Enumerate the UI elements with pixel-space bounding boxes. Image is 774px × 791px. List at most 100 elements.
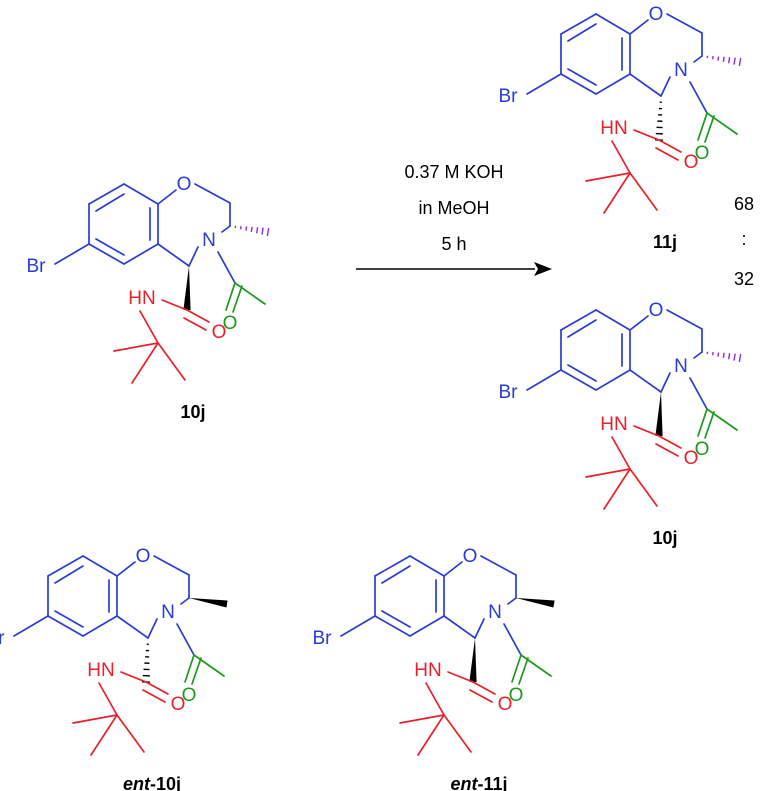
bromine-atom: Br	[27, 256, 47, 277]
amide-cn-bond	[633, 425, 660, 437]
n-acetyl-bond	[503, 623, 522, 656]
methyl-hash-bond-hash-7	[738, 353, 742, 363]
ring-bond-2	[374, 615, 411, 637]
methyl-hash-bond-hash-5	[727, 57, 731, 64]
ring-bond-5	[595, 13, 631, 35]
acetyl-oxygen-atom: O	[695, 439, 710, 460]
ch-n-bond	[221, 225, 231, 233]
nitrogen-atom: N	[674, 356, 688, 377]
n-acetyl-bond	[176, 623, 195, 656]
acetyl-co-bond	[184, 654, 195, 683]
amide-co-bond	[145, 681, 169, 695]
ring-bond-5	[123, 183, 159, 205]
ring-bond-5	[595, 309, 631, 331]
methyl-wedge-bond	[189, 598, 228, 608]
amide-oxygen-atom: O	[212, 322, 227, 343]
ring-double-1	[567, 319, 597, 338]
c-o-bond	[116, 561, 136, 577]
acetyl-methyl-bond	[706, 408, 738, 431]
reaction-arrow	[356, 262, 552, 276]
ar-ch-bond	[157, 243, 190, 267]
acetyl-methyl-bond	[193, 654, 225, 677]
ring-double-2	[54, 610, 84, 628]
o-ch2-bond	[194, 183, 231, 204]
reaction-conditions: 0.37 M KOH in MeOH 5 h	[404, 162, 503, 254]
amide-nh-atom: HN	[87, 660, 114, 681]
tbu-methyl-1	[113, 342, 159, 352]
ar-ch-bond	[443, 615, 476, 639]
amide-nh-atom: HN	[600, 414, 627, 435]
ring-bond-3	[595, 369, 631, 391]
methyl-hash-bond-hash-5	[727, 353, 731, 360]
benzene-ring	[560, 309, 631, 391]
oxygen-atom: O	[136, 546, 151, 567]
ch-amide-wedge-bond	[469, 638, 477, 683]
ar-ch-bond	[116, 615, 149, 639]
ratio-10j: 32	[734, 269, 754, 289]
oxygen-atom: O	[649, 4, 664, 25]
ring-bond-0	[560, 13, 597, 35]
amide-co-double	[183, 317, 207, 331]
acetyl-methyl-bond	[234, 282, 266, 305]
methyl-hash-bond-hash-6	[733, 57, 736, 65]
methyl-hash-bond-hash-4	[722, 56, 725, 63]
ratio-11j: 68	[734, 194, 754, 214]
compound-label-ent-10j: ent-10j	[123, 774, 181, 791]
amide-nh-atom: HN	[600, 118, 627, 139]
compound-label-product-11j: 11j	[653, 232, 677, 252]
n-acetyl-bond	[689, 377, 708, 410]
amide-co-bond	[658, 435, 682, 449]
acetyl-methyl-bond	[706, 112, 738, 135]
benzene-ring	[374, 555, 445, 637]
tbu-methyl-2	[603, 172, 631, 214]
amide-co-double	[142, 689, 166, 703]
ring-bond-2	[560, 369, 597, 391]
methyl-hash-bond-hash-6	[261, 227, 264, 235]
methyl-hash-bond-hash-3	[717, 352, 720, 357]
amide-co-bond	[658, 139, 682, 153]
amide-co-bond	[472, 681, 496, 695]
acetyl-co-double	[704, 115, 715, 143]
o-ch2-bond	[153, 555, 190, 576]
ring-bond-5	[82, 555, 118, 577]
acetyl-co-bond	[225, 282, 236, 311]
ring-double-1	[381, 565, 411, 584]
ch-n-bond	[507, 597, 517, 605]
n-acetyl-bond	[689, 81, 708, 114]
amide-oxygen-atom: O	[684, 152, 699, 173]
n-ch-bond	[147, 618, 158, 639]
label-text: -11j	[477, 774, 507, 791]
amide-co-double	[469, 689, 493, 703]
condition-reagent: 0.37 M KOH	[404, 162, 503, 182]
amide-cn-bond	[161, 299, 188, 311]
tbu-methyl-3	[629, 172, 658, 211]
nh-tbu-bond	[611, 140, 631, 174]
benzene-ring	[47, 555, 118, 637]
methyl-hash-bond-hash-3	[245, 226, 248, 231]
condition-solvent: in MeOH	[418, 198, 489, 218]
ring-bond-0	[47, 555, 84, 577]
oxygen-atom: O	[463, 546, 478, 567]
methyl-hash-bond	[234, 225, 270, 237]
o-ch2-bond	[480, 555, 517, 576]
ar-ch-bond	[629, 73, 662, 97]
n-ch-bond	[660, 372, 671, 393]
tbu-methyl-1	[399, 714, 445, 724]
o-ch2-bond	[666, 309, 703, 330]
tbu-methyl-3	[116, 714, 145, 753]
nitrogen-atom: N	[488, 602, 502, 623]
ring-bond-0	[374, 555, 411, 577]
compound-label-reactant: 10j	[180, 402, 205, 422]
ring-bond-0	[560, 309, 597, 331]
acetyl-co-double	[191, 657, 202, 685]
acetyl-co-double	[704, 411, 715, 439]
acetyl-oxygen-atom: O	[695, 143, 710, 164]
amide-nh-atom: HN	[414, 660, 441, 681]
acetyl-oxygen-atom: O	[509, 685, 524, 706]
nh-tbu-bond	[139, 310, 159, 344]
bromine-atom: Br	[499, 382, 519, 403]
tbu-methyl-2	[603, 468, 631, 510]
